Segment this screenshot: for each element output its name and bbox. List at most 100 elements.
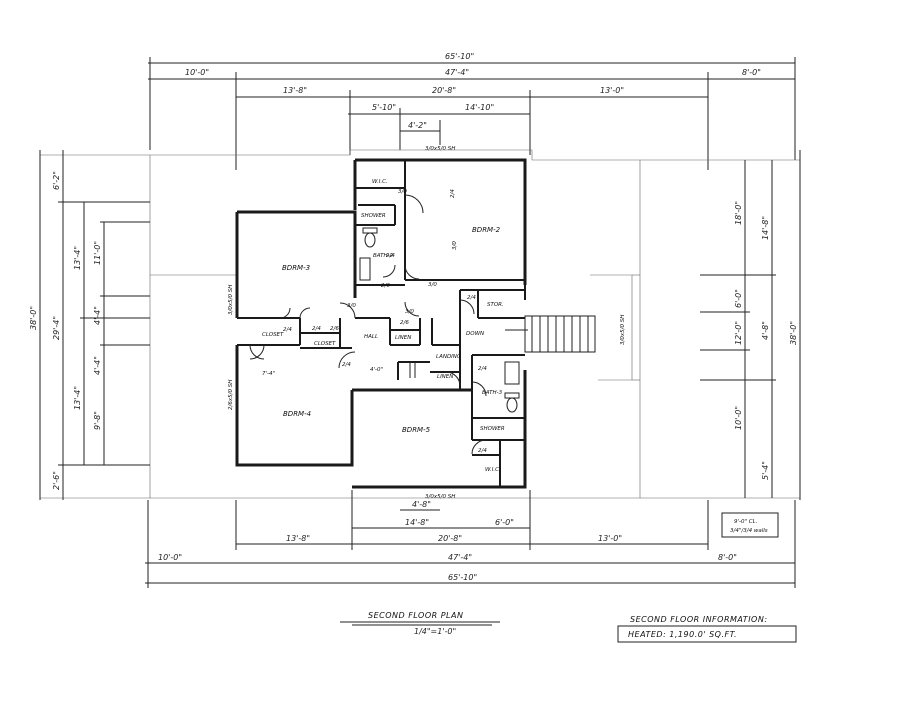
dim-bottom-overall: 65'-10": [448, 573, 477, 582]
room-landing: LANDING: [436, 354, 461, 360]
floor-info: SECOND FLOOR INFORMATION: HEATED: 1,190.…: [617, 615, 797, 643]
room-shower-top: SHOWER: [361, 213, 386, 219]
dim-bottom-detail-b: 6'-0": [495, 518, 514, 527]
dim-top-left: 10'-0": [185, 68, 209, 77]
room-closet: CLOSET: [262, 332, 284, 338]
title-scale: 1/4"=1'-0": [414, 627, 456, 636]
door-label: 2/6: [381, 283, 390, 289]
door-label: 2/4: [467, 295, 476, 301]
info-heated: HEATED: 1,190.0' SQ.FT.: [628, 630, 737, 639]
door-label: 2/4: [478, 448, 487, 454]
door-label: 2/4: [478, 366, 487, 372]
room-labels: BDRM-2 BDRM-3 BDRM-4 BDRM-5 BATH-2 BATH-…: [262, 179, 505, 473]
dim-bottom-right: 8'-0": [718, 553, 737, 562]
room-wic-bottom: W.I.C.: [485, 467, 501, 473]
dim-right-e: 6'-0": [734, 289, 743, 308]
room-wic-top: W.I.C.: [372, 179, 388, 185]
dim-left-f: 11'-0": [93, 241, 102, 265]
dim-left-c: 2'-6": [52, 471, 61, 490]
room-closet2: CLOSET: [314, 341, 336, 347]
dim-right-d: 12'-0": [734, 321, 743, 345]
dim-right-c: 4'-8": [761, 321, 770, 340]
dim-top-sub-middle: 20'-8": [432, 86, 456, 95]
door-label: 2/4: [450, 189, 456, 198]
window-label-left2: 2/6x5/0 SH: [228, 380, 234, 410]
ceiling-note-a: 9'-0" CL.: [734, 519, 758, 525]
door-label: 3/0: [398, 189, 407, 195]
dim-right-g: 10'-0": [734, 406, 743, 430]
room-bdrm5: BDRM-5: [402, 426, 431, 434]
dim-top-overall: 65'-10": [445, 52, 474, 61]
room-linen2: LINEN: [437, 374, 453, 380]
room-bdrm3: BDRM-3: [282, 264, 310, 272]
dim-left-h: 4'-4": [93, 356, 102, 375]
dim-bottom-detail-a: 14'-8": [405, 518, 429, 527]
dim-bottom-sub-left: 13'-8": [286, 534, 310, 543]
window-label-right: 3/0x5/0 SH: [620, 315, 626, 345]
fixtures: [359, 227, 520, 413]
door-label: 7'-4": [262, 371, 275, 377]
dim-top-sub-left: 13'-8": [283, 86, 307, 95]
dim-left-b: 29'-4": [52, 316, 61, 340]
room-hall: HALL: [364, 334, 378, 340]
door-label: 2/4: [283, 327, 292, 333]
dim-bottom-middle: 47'-4": [448, 553, 472, 562]
title-main: SECOND FLOOR PLAN: [368, 611, 463, 620]
dim-top-right: 8'-0": [742, 68, 761, 77]
dim-top-sub-right: 13'-0": [600, 86, 624, 95]
dim-top-entry-c: 4'-2": [408, 121, 427, 130]
door-label: 3/0: [347, 303, 356, 309]
door-label: 2/4: [342, 362, 351, 368]
door-label: 3/0: [452, 241, 458, 250]
dim-bottom-sub-right: 13'-0": [598, 534, 622, 543]
room-down: DOWN: [466, 331, 484, 337]
ceiling-note: 9'-0" CL. 3/4"/3/4 walls: [721, 512, 779, 538]
room-bdrm2: BDRM-2: [472, 226, 501, 234]
window-label-left: 3/0x5/0 SH: [228, 285, 234, 315]
dim-top-entry-a: 5'-10": [372, 103, 396, 112]
info-header: SECOND FLOOR INFORMATION:: [630, 615, 768, 624]
dim-bottom-detail-c: 4'-8": [412, 500, 431, 509]
window-label-top: 3/0x5/0 SH: [425, 146, 455, 152]
dim-left-a: 6'-2": [52, 171, 61, 190]
dim-top-middle: 47'-4": [445, 68, 469, 77]
exterior-walls: [235, 158, 527, 489]
dim-right-overall: 38'-0": [789, 321, 798, 345]
window-labels: 3/0x5/0 SH 3/0x5/0 SH 3/0x5/0 SH 2/6x5/0…: [228, 146, 626, 500]
dim-bottom-sub-middle: 20'-8": [438, 534, 462, 543]
dim-left-overall: 38'-0": [29, 306, 38, 330]
right-dimensions: 38'-0" 14'-8" 4'-8" 5'-4" 18'-0" 6'-0" 1…: [700, 150, 801, 500]
dim-bottom-left: 10'-0": [158, 553, 182, 562]
room-bdrm4: BDRM-4: [283, 410, 311, 418]
overhang-outline: [40, 149, 800, 499]
dim-right-h: 5'-4": [761, 461, 770, 480]
door-label: 3/0: [405, 309, 414, 315]
window-label-bottom: 3/0x5/0 SH: [425, 494, 455, 500]
room-linen: LINEN: [395, 335, 411, 341]
dim-left-i: 9'-8": [93, 411, 102, 430]
bottom-dimensions: 4'-8" 14'-8" 6'-0" 13'-8" 20'-8" 13'-0" …: [145, 490, 796, 588]
dim-left-e: 13'-4": [73, 386, 82, 410]
door-labels: 3/0 2/4 3/0 2/4 2/6 3/0 3/0 3/0 2/4 2/4 …: [262, 189, 487, 454]
room-storage: STOR.: [487, 302, 504, 308]
interior-walls: [237, 160, 525, 487]
top-dimensions: 65'-10" 10'-0" 47'-4" 8'-0" 13'-8" 20'-8…: [148, 52, 796, 170]
drawing-title: SECOND FLOOR PLAN 1/4"=1'-0": [340, 611, 500, 636]
dim-right-a: 18'-0": [734, 201, 743, 225]
door-label: 2/6: [330, 326, 339, 332]
door-label: 2/4: [312, 326, 321, 332]
stair: [505, 315, 596, 353]
room-bath2: BATH-2: [373, 253, 394, 259]
door-swings: [249, 194, 487, 455]
room-bath3: BATH-3: [482, 390, 503, 396]
dim-left-g: 4'-4": [93, 306, 102, 325]
room-shower-bottom: SHOWER: [480, 426, 505, 432]
left-dimensions: 38'-0" 6'-2" 29'-4" 2'-6" 13'-4" 13'-4" …: [29, 150, 150, 500]
door-label: 4'-0": [370, 367, 383, 373]
ceiling-note-b: 3/4"/3/4 walls: [730, 528, 768, 534]
right-bay: [590, 274, 640, 381]
dim-right-b: 14'-8": [761, 216, 770, 240]
door-label: 3/0: [428, 282, 437, 288]
dim-top-entry-b: 14'-10": [465, 103, 494, 112]
